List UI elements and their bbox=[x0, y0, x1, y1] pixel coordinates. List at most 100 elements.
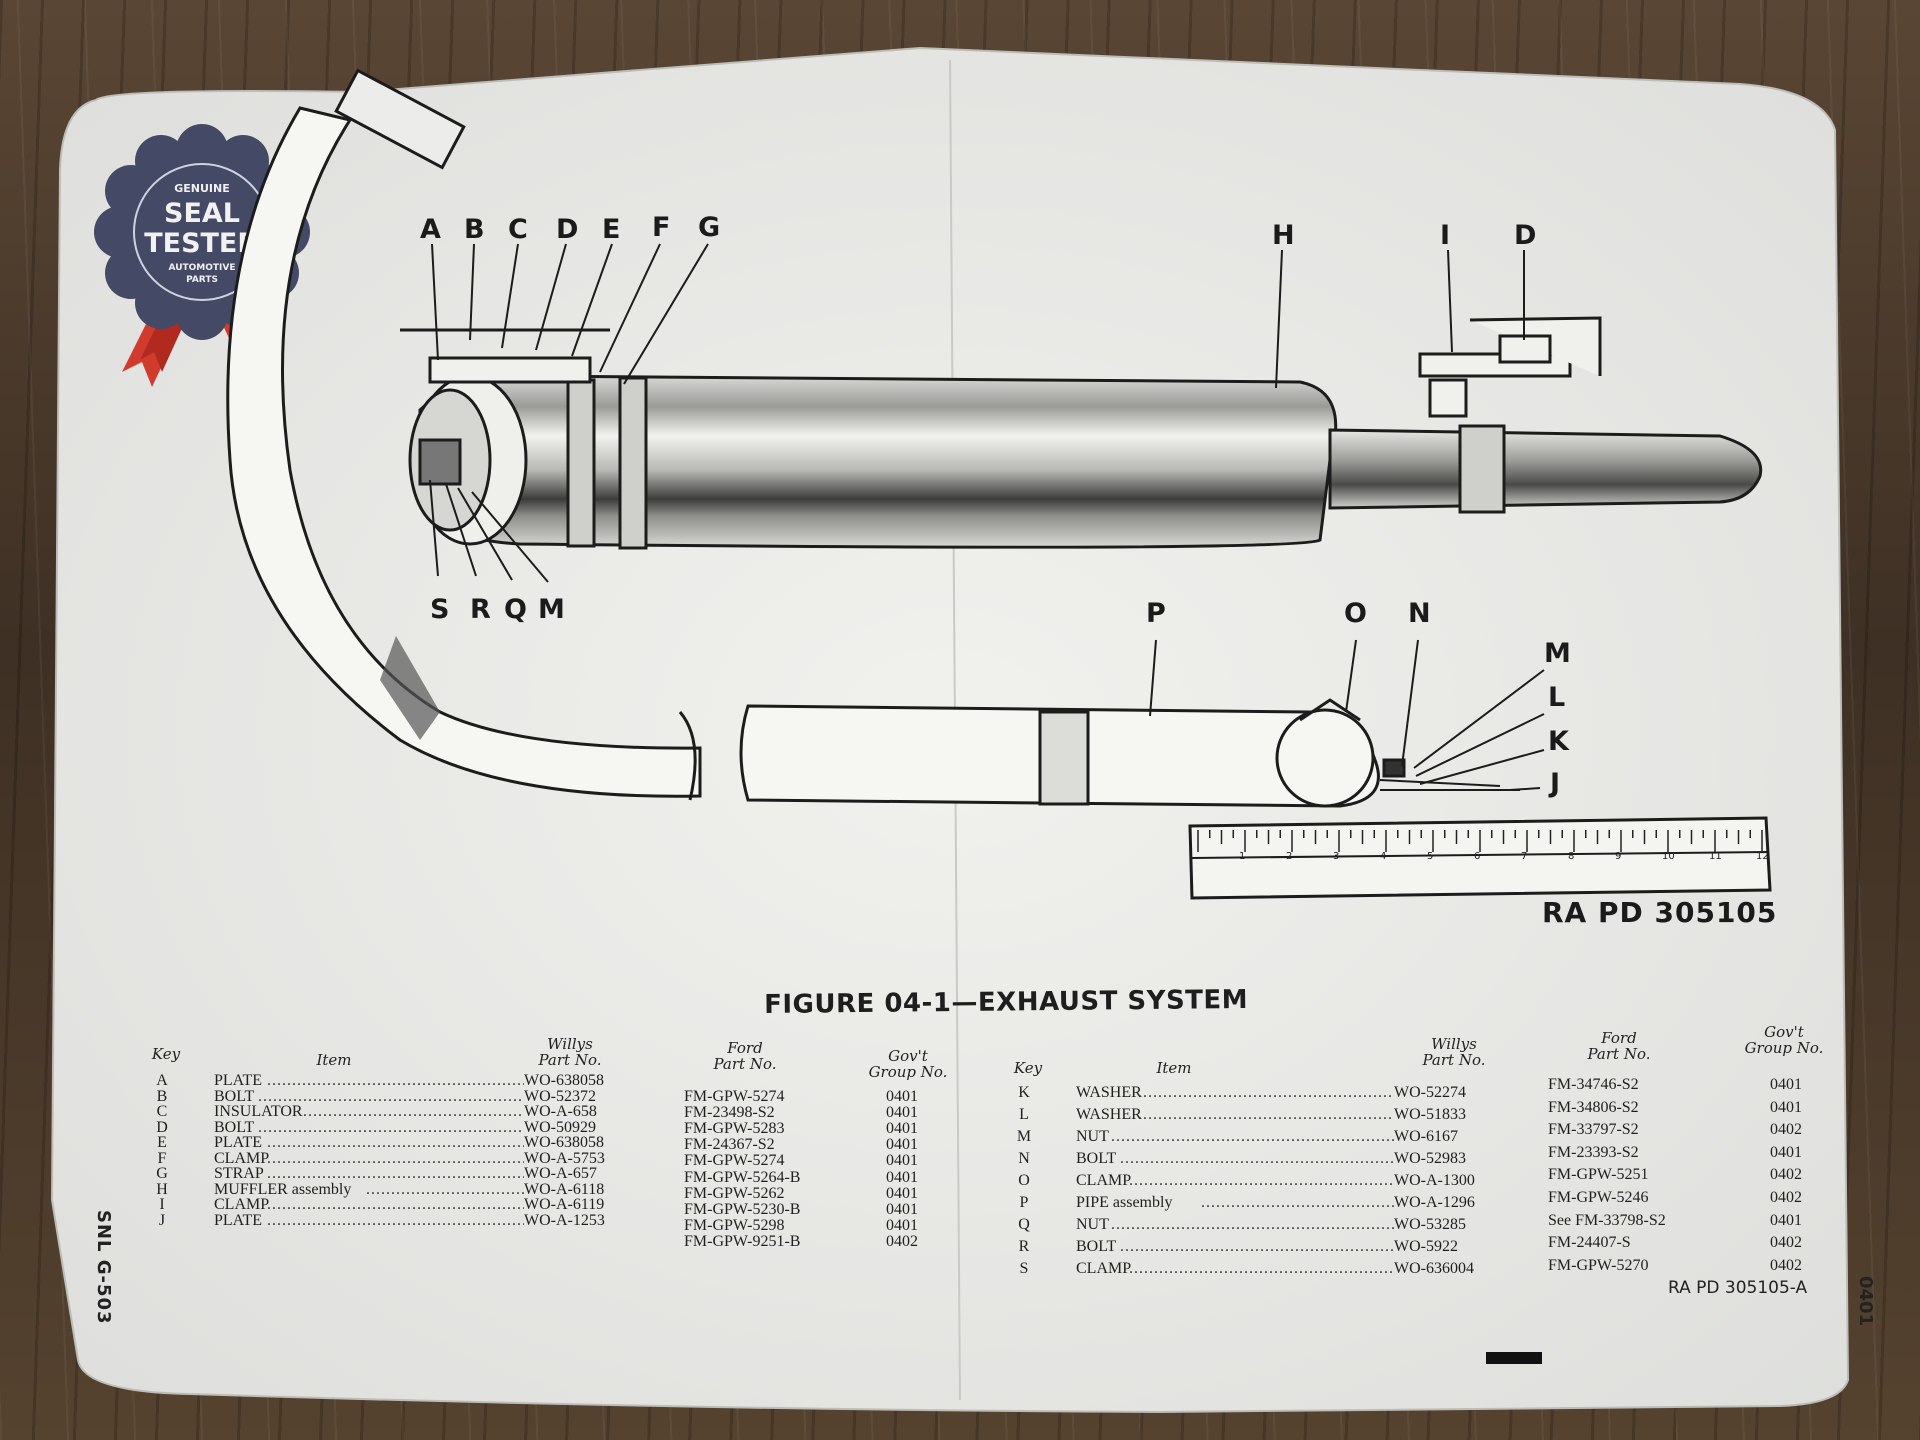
label-a: A bbox=[420, 214, 441, 245]
black-mark bbox=[1486, 1352, 1542, 1364]
row-ford-part: FM-GPW-5264-B bbox=[684, 1168, 801, 1186]
label-c: C bbox=[508, 214, 528, 245]
row-item: WASHER bbox=[1076, 1084, 1142, 1101]
row-group-number: 0401 bbox=[886, 1200, 918, 1218]
row-group-number: 0401 bbox=[886, 1184, 918, 1202]
row-ford-part: FM-24367-S2 bbox=[684, 1136, 775, 1154]
row-willys-part: WO-A-6119 bbox=[524, 1196, 605, 1213]
ruler-number: 7 bbox=[1521, 851, 1528, 862]
row-willys-part: WO-638058 bbox=[524, 1072, 604, 1089]
seal-bottom2: PARTS bbox=[186, 275, 218, 285]
row-willys-part: WO-A-6118 bbox=[524, 1180, 605, 1198]
leader-dots: ........................................… bbox=[258, 1087, 524, 1105]
row-willys-part: WO-52372 bbox=[524, 1087, 596, 1105]
header-group-right: Gov't Group No. bbox=[1744, 1023, 1824, 1057]
header-ford-right: Ford Part No. bbox=[1587, 1029, 1651, 1063]
row-key: S bbox=[1019, 1260, 1029, 1277]
row-ford-part: FM-GPW-5298 bbox=[684, 1216, 785, 1234]
ruler-number: 11 bbox=[1709, 851, 1722, 862]
ruler-number: 9 bbox=[1615, 851, 1622, 862]
brackets bbox=[400, 316, 1602, 418]
label-r: R bbox=[470, 594, 491, 625]
row-ford-part: FM-GPW-5274 bbox=[684, 1152, 785, 1170]
leader-dots: ........................................… bbox=[1201, 1194, 1394, 1211]
row-group-number: 0401 bbox=[886, 1104, 918, 1122]
row-group-number: 0402 bbox=[1770, 1121, 1802, 1139]
row-willys-part: WO-52274 bbox=[1394, 1084, 1466, 1101]
header-item-right: Item bbox=[1156, 1059, 1192, 1077]
row-ford-part: FM-GPW-5262 bbox=[684, 1184, 785, 1202]
row-ford-part: FM-34806-S2 bbox=[1548, 1098, 1639, 1116]
row-ford-part: FM-GPW-5230-B bbox=[684, 1200, 801, 1218]
leader-dots: ........................................… bbox=[1138, 1084, 1394, 1101]
row-key: Q bbox=[1018, 1216, 1030, 1233]
leader-dots: ........................................… bbox=[1138, 1106, 1394, 1123]
row-item: WASHER bbox=[1076, 1106, 1142, 1123]
leader-dots: ........................................… bbox=[1129, 1172, 1394, 1189]
row-item: BOLT bbox=[214, 1118, 255, 1136]
leader-dots: ........................................… bbox=[267, 1196, 524, 1213]
row-willys-part: WO-A-5753 bbox=[524, 1149, 605, 1167]
row-key: J bbox=[158, 1211, 166, 1229]
ruler-number: 6 bbox=[1474, 851, 1481, 862]
label-d-right: D bbox=[1514, 220, 1537, 251]
leader-dots: ........................................… bbox=[267, 1211, 524, 1229]
row-ford-part: FM-GPW-5283 bbox=[684, 1120, 785, 1138]
row-willys-part: WO-A-1253 bbox=[524, 1211, 605, 1229]
row-key: H bbox=[156, 1180, 168, 1198]
row-key: I bbox=[159, 1196, 165, 1213]
label-n: N bbox=[1408, 598, 1431, 629]
leader-dots: ........................................… bbox=[1129, 1260, 1394, 1277]
row-group-number: 0401 bbox=[1770, 1098, 1802, 1116]
row-item: PIPE assembly bbox=[1076, 1194, 1173, 1211]
row-item: MUFFLER assembly bbox=[214, 1180, 352, 1198]
row-willys-part: WO-5922 bbox=[1394, 1238, 1458, 1255]
row-key: N bbox=[1018, 1150, 1030, 1167]
row-group-number: 0402 bbox=[1770, 1166, 1802, 1184]
label-s: S bbox=[430, 594, 450, 625]
label-b: B bbox=[464, 214, 485, 245]
tail-pipe bbox=[739, 698, 1520, 808]
header-group-left: Gov't Group No. bbox=[868, 1047, 948, 1081]
leader-dots: ........................................… bbox=[258, 1118, 524, 1136]
row-item: BOLT bbox=[1076, 1238, 1117, 1255]
row-ford-part: FM-23393-S2 bbox=[1548, 1143, 1639, 1161]
scale-ruler bbox=[1188, 816, 1772, 900]
row-key: R bbox=[1018, 1238, 1030, 1255]
row-item: CLAMP bbox=[1076, 1260, 1132, 1277]
label-j: J bbox=[1550, 768, 1561, 799]
row-group-number: 0402 bbox=[1770, 1234, 1802, 1252]
seal-line1: SEAL bbox=[164, 198, 240, 229]
label-q: Q bbox=[504, 594, 527, 625]
row-key: G bbox=[156, 1165, 168, 1182]
row-willys-part: WO-636004 bbox=[1394, 1260, 1474, 1277]
row-ford-part: FM-GPW-9251-B bbox=[684, 1232, 801, 1250]
row-ford-part: FM-34746-S2 bbox=[1548, 1076, 1639, 1093]
label-k: K bbox=[1548, 726, 1569, 757]
row-group-number: 0402 bbox=[1770, 1189, 1802, 1206]
seal-top-text: GENUINE bbox=[174, 182, 230, 195]
ruler-number: 4 bbox=[1380, 851, 1387, 862]
seal-bottom1: AUTOMOTIVE bbox=[169, 263, 236, 273]
row-ford-part: FM-GPW-5270 bbox=[1548, 1256, 1649, 1274]
row-willys-part: WO-A-1300 bbox=[1394, 1172, 1475, 1189]
leader-lines bbox=[429, 243, 1545, 791]
row-item: CLAMP bbox=[1076, 1172, 1132, 1189]
row-willys-part: WO-52983 bbox=[1394, 1150, 1466, 1167]
row-group-number: 0401 bbox=[886, 1088, 918, 1105]
label-d: D bbox=[556, 214, 579, 245]
ra-pd-number: RA PD 305105 bbox=[1542, 896, 1778, 929]
